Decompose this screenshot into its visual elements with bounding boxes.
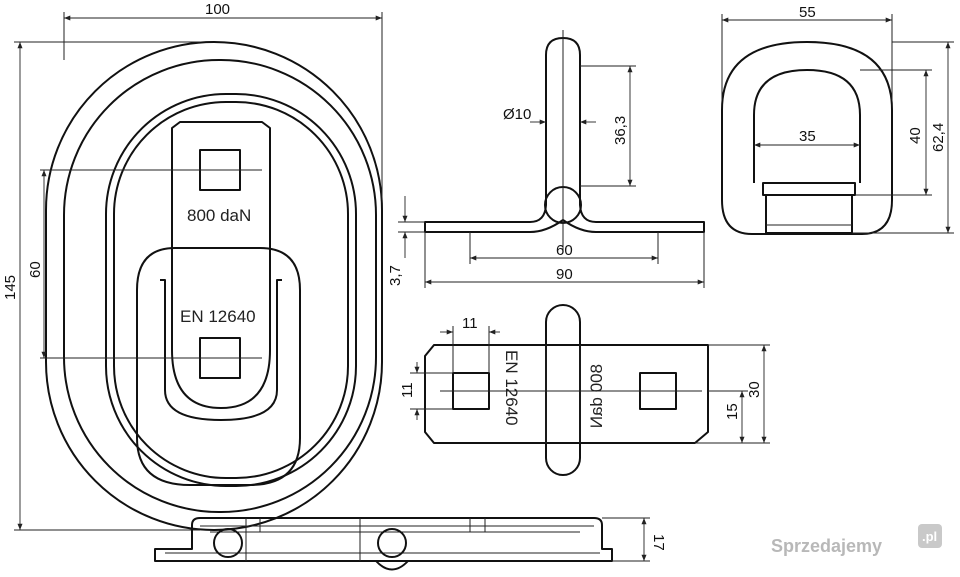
side-view bbox=[424, 30, 705, 250]
dim-plate-square-w-label: 11 bbox=[462, 315, 478, 332]
dim-ring-diameter: Ø10 bbox=[503, 106, 596, 125]
bottom-pin-mid bbox=[377, 528, 407, 558]
dim-dring-inner: 35 bbox=[754, 128, 860, 148]
dim-ring-height-label: 36,3 bbox=[612, 116, 629, 145]
dim-dring-h62: 62,4 bbox=[852, 41, 954, 234]
dim-plate-half-label: 15 bbox=[724, 403, 741, 420]
inner-recess-edge bbox=[113, 101, 349, 479]
bottom-view bbox=[154, 517, 613, 571]
plate-standard-label: EN 12640 bbox=[502, 350, 521, 426]
outer-oval-inner-edge bbox=[63, 59, 377, 513]
dim-dring-width: 55 bbox=[721, 4, 893, 100]
dim-side-height-label: 145 bbox=[2, 275, 19, 300]
watermark-badge-icon bbox=[918, 524, 942, 548]
dim-plate-width-label: 30 bbox=[746, 381, 763, 398]
side-profile bbox=[424, 37, 705, 233]
dim-plate-width: 30 bbox=[708, 344, 770, 443]
dim-top-width-label: 100 bbox=[205, 1, 230, 18]
dim-side-total-label: 90 bbox=[556, 266, 573, 283]
bottom-pin-left bbox=[213, 528, 243, 558]
dim-plate-half: 15 bbox=[695, 390, 770, 444]
dring-recess bbox=[136, 247, 301, 486]
dring-inner bbox=[753, 69, 861, 183]
dim-plate-square-h-label: 11 bbox=[399, 382, 416, 398]
dim-dring-inner-label: 35 bbox=[799, 128, 816, 145]
bottom-profile bbox=[154, 517, 613, 562]
dim-side-inner: 60 bbox=[469, 232, 659, 264]
load-rating-label: 800 daN bbox=[187, 206, 251, 225]
plate-ring-bar bbox=[545, 304, 581, 476]
plate-body bbox=[424, 344, 709, 444]
end-view bbox=[721, 41, 893, 235]
dim-dring-h40-label: 40 bbox=[907, 127, 924, 144]
dim-ring-height: 36,3 bbox=[580, 65, 636, 187]
dim-bottom-height-label: 17 bbox=[650, 534, 667, 551]
dim-side-total: 90 bbox=[424, 232, 705, 288]
bottom-ring bbox=[375, 560, 409, 571]
dim-dring-h62-label: 62,4 bbox=[930, 123, 947, 152]
dim-base-thickness: 3,7 bbox=[387, 196, 425, 286]
dring-bar-block bbox=[765, 194, 853, 234]
dring-bar-top bbox=[762, 182, 856, 196]
watermark: Sprzedajemy .pl bbox=[771, 524, 942, 556]
dim-side-inner-label: 60 bbox=[556, 242, 573, 259]
dim-base-thickness-label: 3,7 bbox=[387, 265, 404, 286]
standard-label: EN 12640 bbox=[180, 307, 256, 326]
dim-slot-spacing: 60 bbox=[27, 170, 47, 358]
dim-dring-width-label: 55 bbox=[799, 4, 816, 21]
top-view: 800 daN EN 12640 bbox=[40, 41, 383, 531]
dring-outer bbox=[721, 41, 893, 235]
dim-slot-spacing-label: 60 bbox=[27, 261, 44, 278]
dim-side-height: 145 bbox=[2, 41, 200, 531]
dim-bottom-height: 17 bbox=[602, 517, 667, 562]
watermark-domain: .pl bbox=[922, 529, 937, 544]
dring-bar bbox=[160, 279, 282, 421]
dim-ring-diameter-label: Ø10 bbox=[503, 106, 531, 123]
inner-recess bbox=[105, 93, 357, 487]
strap bbox=[171, 121, 271, 409]
plate-load-label: 800 daN bbox=[587, 364, 606, 428]
dim-plate-square-w: 11 bbox=[440, 315, 500, 373]
plate-view: EN 12640 800 daN bbox=[424, 304, 709, 476]
dim-dring-h40: 40 bbox=[855, 69, 932, 196]
watermark-brand: Sprzedajemy bbox=[771, 536, 882, 556]
dim-plate-square-h: 11 bbox=[399, 362, 453, 420]
outer-oval bbox=[45, 41, 383, 531]
dim-top-width: 100 bbox=[63, 1, 383, 200]
